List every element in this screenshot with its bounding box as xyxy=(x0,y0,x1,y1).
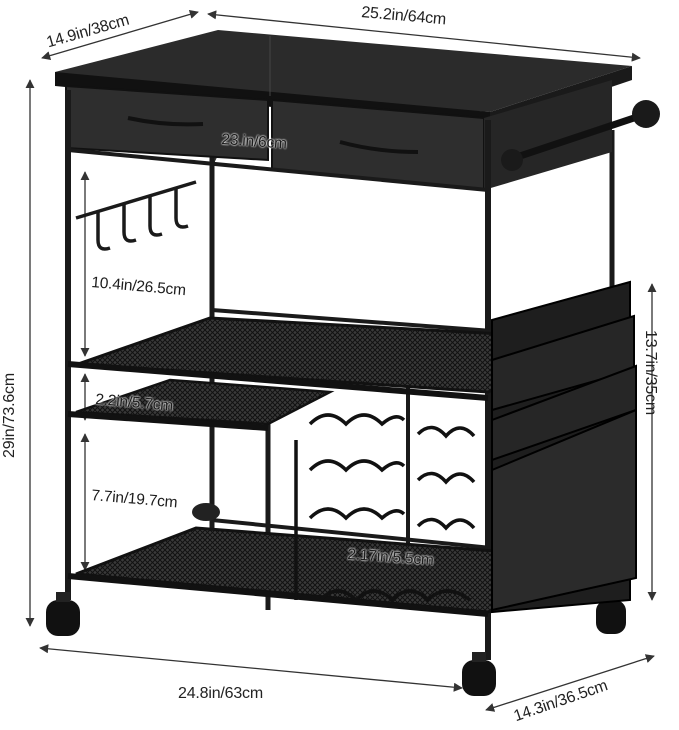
middle-shelf xyxy=(67,378,335,431)
towel-bar xyxy=(501,100,660,171)
wheel-front-right xyxy=(462,652,496,696)
bottom-width-label: 24.8in/63cm xyxy=(178,685,263,702)
hooks xyxy=(75,180,197,251)
wine-rack xyxy=(294,413,476,603)
side-storage-bag xyxy=(491,280,637,614)
drawers xyxy=(65,80,612,192)
side-height-label: 13.7in/35cm xyxy=(642,330,659,415)
wheel-back-right xyxy=(596,600,626,634)
total-height-label: 29in/73.6cm xyxy=(1,373,18,458)
wheel-front-left xyxy=(46,592,80,636)
